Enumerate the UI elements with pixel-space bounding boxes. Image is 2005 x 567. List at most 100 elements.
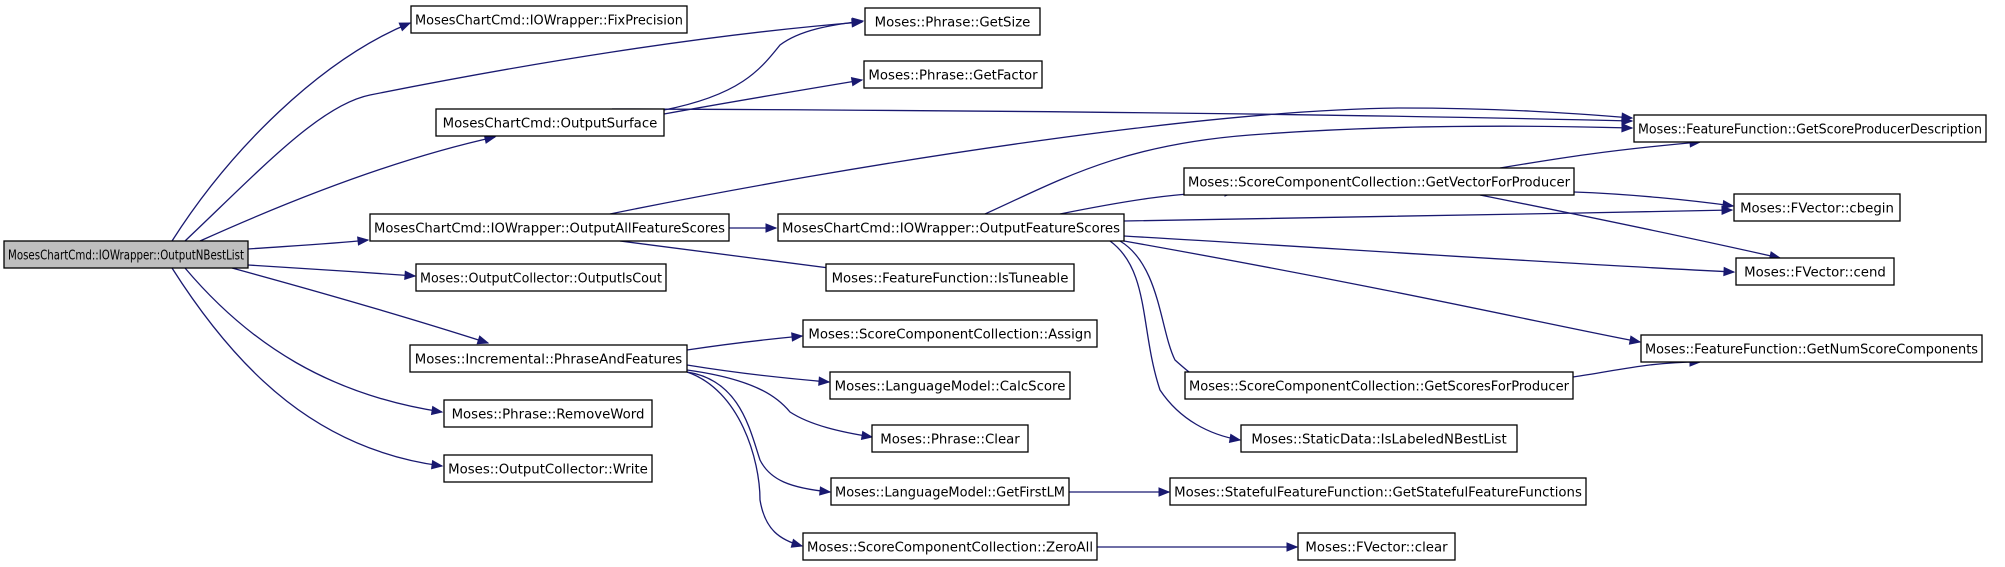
node-label: Moses::StaticData::IsLabeledNBestList [1251,433,1506,448]
edge-n16-to-n17 [686,332,804,351]
function-node[interactable]: Moses::Phrase::RemoveWord [443,399,653,428]
edge-line [984,125,1633,215]
node-label: Moses::Phrase::GetSize [875,16,1031,31]
root-function-node[interactable]: MosesChartCmd::IOWrapper::OutputNBestLis… [3,240,249,269]
function-node[interactable]: MosesChartCmd::IOWrapper::OutputFeatureS… [777,213,1125,242]
node-box [435,108,665,137]
node-label: Moses::ScoreComponentCollection::Assign [808,328,1091,343]
edge-line [1573,191,1734,207]
node-box [1640,334,1983,363]
edge-line [231,267,489,344]
arrowhead-icon [850,77,864,87]
node-box [802,319,1098,348]
edge-line [247,264,416,277]
node-label: Moses::FVector::clear [1305,541,1448,556]
edge-line [663,20,864,111]
arrowhead-icon [1721,199,1735,210]
node-box [415,263,667,292]
node-label: MosesChartCmd::OutputSurface [443,117,658,132]
function-node[interactable]: Moses::FVector::cend [1735,257,1895,286]
node-label: Moses::FVector::cbegin [1740,202,1894,217]
edge-n7-to-n12 [1123,240,1642,345]
edge-line [199,136,496,242]
edge-n16-to-n22 [686,371,804,548]
node-box [409,344,688,373]
edge-line [171,267,443,467]
edge-n0-to-n1 [171,22,412,242]
node-box [1169,477,1587,506]
node-label: Moses::Phrase::GetFactor [868,69,1038,84]
function-node[interactable]: Moses::ScoreComponentCollection::ZeroAll [802,532,1098,561]
edge-n3-to-n6 [611,108,1634,126]
edge-n9-to-n6 [1499,138,1702,169]
edge-n5-to-n7 [729,223,778,233]
function-node[interactable]: Moses::FeatureFunction::GetNumScoreCompo… [1640,334,1983,363]
function-node[interactable]: Moses::OutputCollector::OutputIsCout [415,263,667,292]
function-node[interactable]: Moses::LanguageModel::CalcScore [829,371,1071,400]
node-box [1240,424,1518,453]
node-box [1297,532,1456,561]
function-node[interactable]: MosesChartCmd::IOWrapper::FixPrecision [410,5,688,34]
function-node[interactable]: Moses::Phrase::GetFactor [863,60,1043,89]
function-node[interactable]: Moses::OutputCollector::Write [443,454,653,483]
function-node[interactable]: Moses::StaticData::IsLabeledNBestList [1240,424,1518,453]
function-node[interactable]: Moses::FVector::cbegin [1733,193,1901,222]
arrowhead-icon [357,236,370,246]
function-node[interactable]: Moses::ScoreComponentCollection::GetScor… [1184,371,1574,400]
edge-line [611,108,1633,122]
node-label: MosesChartCmd::IOWrapper::OutputFeatureS… [782,222,1120,237]
arrowhead-icon [1286,542,1299,552]
function-node[interactable]: Moses::Phrase::GetSize [864,7,1041,36]
function-node[interactable]: Moses::ScoreComponentCollection::Assign [802,319,1098,348]
function-node[interactable]: Moses::LanguageModel::GetFirstLM [830,477,1070,506]
function-node[interactable]: Moses::Incremental::PhraseAndFeatures [409,344,688,373]
edge-line [1479,194,1781,259]
node-label: Moses::OutputCollector::Write [448,463,648,478]
node-label: Moses::Incremental::PhraseAndFeatures [415,353,683,368]
node-box [1184,371,1574,400]
edge-line [1109,240,1241,441]
node-box [443,399,653,428]
edge-line [184,267,443,413]
edge-n7-to-n11 [1123,235,1736,277]
node-label: Moses::ScoreComponentCollection::GetScor… [1189,380,1570,395]
arrowhead-icon [430,405,444,416]
edge-n7-to-n10 [1123,205,1734,222]
arrowhead-icon [1228,433,1242,443]
function-nodes: MosesChartCmd::IOWrapper::OutputNBestLis… [3,5,1987,561]
node-label: Moses::LanguageModel::CalcScore [835,380,1066,395]
arrowhead-icon [430,459,444,470]
edge-line [686,335,803,351]
edge-line [686,371,831,493]
function-node[interactable]: Moses::FeatureFunction::GetScoreProducer… [1633,114,1987,143]
edge-line [1123,209,1733,222]
edge-line [1499,141,1701,169]
arrowhead-icon [1723,266,1736,277]
edge-n0-to-n5 [247,236,370,250]
node-label: Moses::StatefulFeatureFunction::GetState… [1174,486,1582,501]
edge-n7-to-n6 [984,122,1634,215]
function-node[interactable]: Moses::StatefulFeatureFunction::GetState… [1169,477,1587,506]
edge-line [1123,240,1641,343]
edge-line [609,107,1633,215]
function-node[interactable]: MosesChartCmd::IOWrapper::OutputAllFeatu… [369,213,730,242]
function-node[interactable]: Moses::Phrase::Clear [871,424,1029,453]
function-node[interactable]: MosesChartCmd::OutputSurface [435,108,665,137]
function-node[interactable]: Moses::ScoreComponentCollection::GetVect… [1183,167,1575,196]
node-box [802,532,1098,561]
arrowhead-icon [404,270,417,280]
edge-line [1119,240,1206,382]
node-label: Moses::FeatureFunction::IsTuneable [832,272,1069,287]
node-box [1733,193,1901,222]
edge-n0-to-n16 [231,267,490,345]
node-label: MosesChartCmd::IOWrapper::FixPrecision [415,14,683,29]
node-label: Moses::Phrase::Clear [880,433,1020,448]
node-label: Moses::FeatureFunction::GetNumScoreCompo… [1645,343,1978,358]
edge-n0-to-n24 [184,267,444,416]
function-node[interactable]: Moses::FVector::clear [1297,532,1456,561]
edge-line [686,371,803,547]
function-node[interactable]: Moses::FeatureFunction::IsTuneable [825,263,1075,292]
node-box [369,213,730,242]
edge-n0-to-n3 [199,134,497,242]
